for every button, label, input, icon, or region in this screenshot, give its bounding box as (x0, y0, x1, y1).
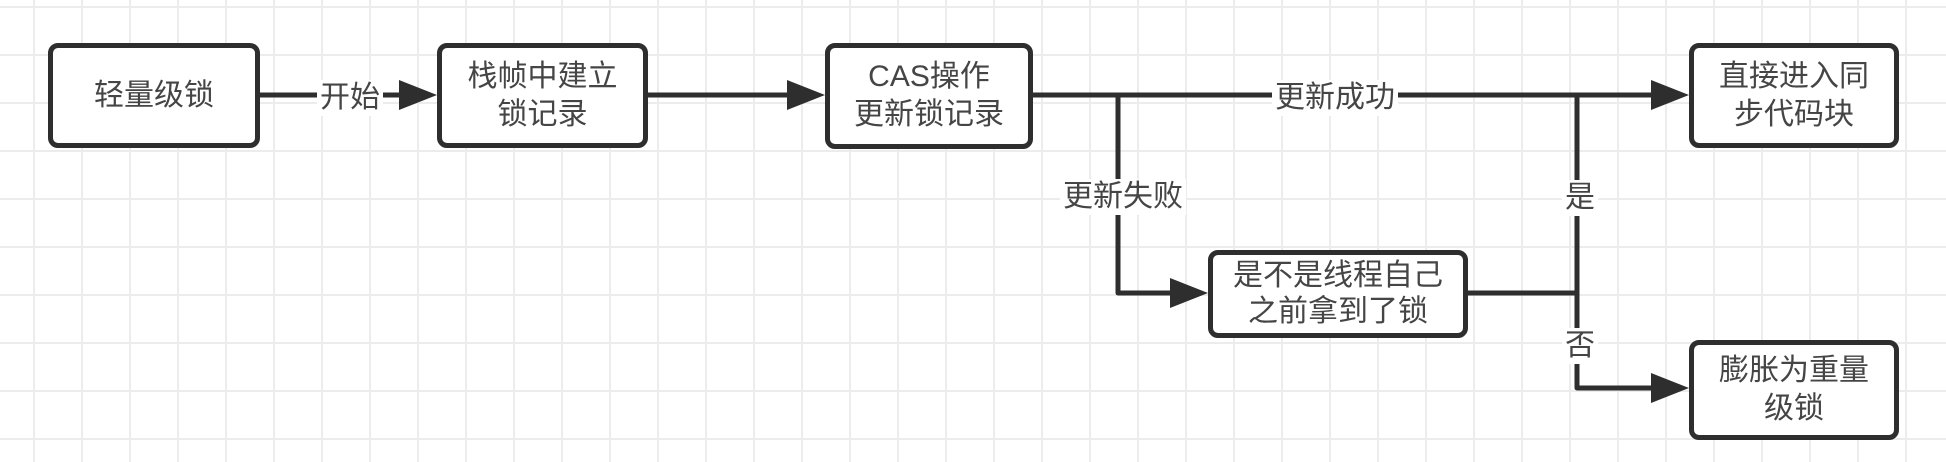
edge-label-update-success[interactable]: 更新成功 (1272, 80, 1398, 116)
edge-to-cas[interactable] (648, 80, 825, 110)
node-create-lock-record[interactable]: 栈帧中建立 锁记录 (437, 43, 648, 148)
node-thread-own-lock-check[interactable]: 是不是线程自己 之前拿到了锁 (1208, 250, 1468, 338)
edge-label-start[interactable]: 开始 (317, 80, 383, 116)
node-lightweight-lock[interactable]: 轻量级锁 (48, 43, 260, 148)
edge-label-yes[interactable]: 是 (1562, 180, 1598, 216)
node-cas-update-lock-record[interactable]: CAS操作 更新锁记录 (825, 43, 1033, 149)
node-inflate-heavyweight-lock[interactable]: 膨胀为重量 级锁 (1689, 340, 1899, 440)
edge-label-update-failure[interactable]: 更新失败 (1060, 179, 1186, 215)
edge-update-failure[interactable] (1115, 95, 1208, 308)
node-enter-sync-block[interactable]: 直接进入同 步代码块 (1689, 43, 1899, 148)
edge-label-no[interactable]: 否 (1562, 328, 1598, 364)
